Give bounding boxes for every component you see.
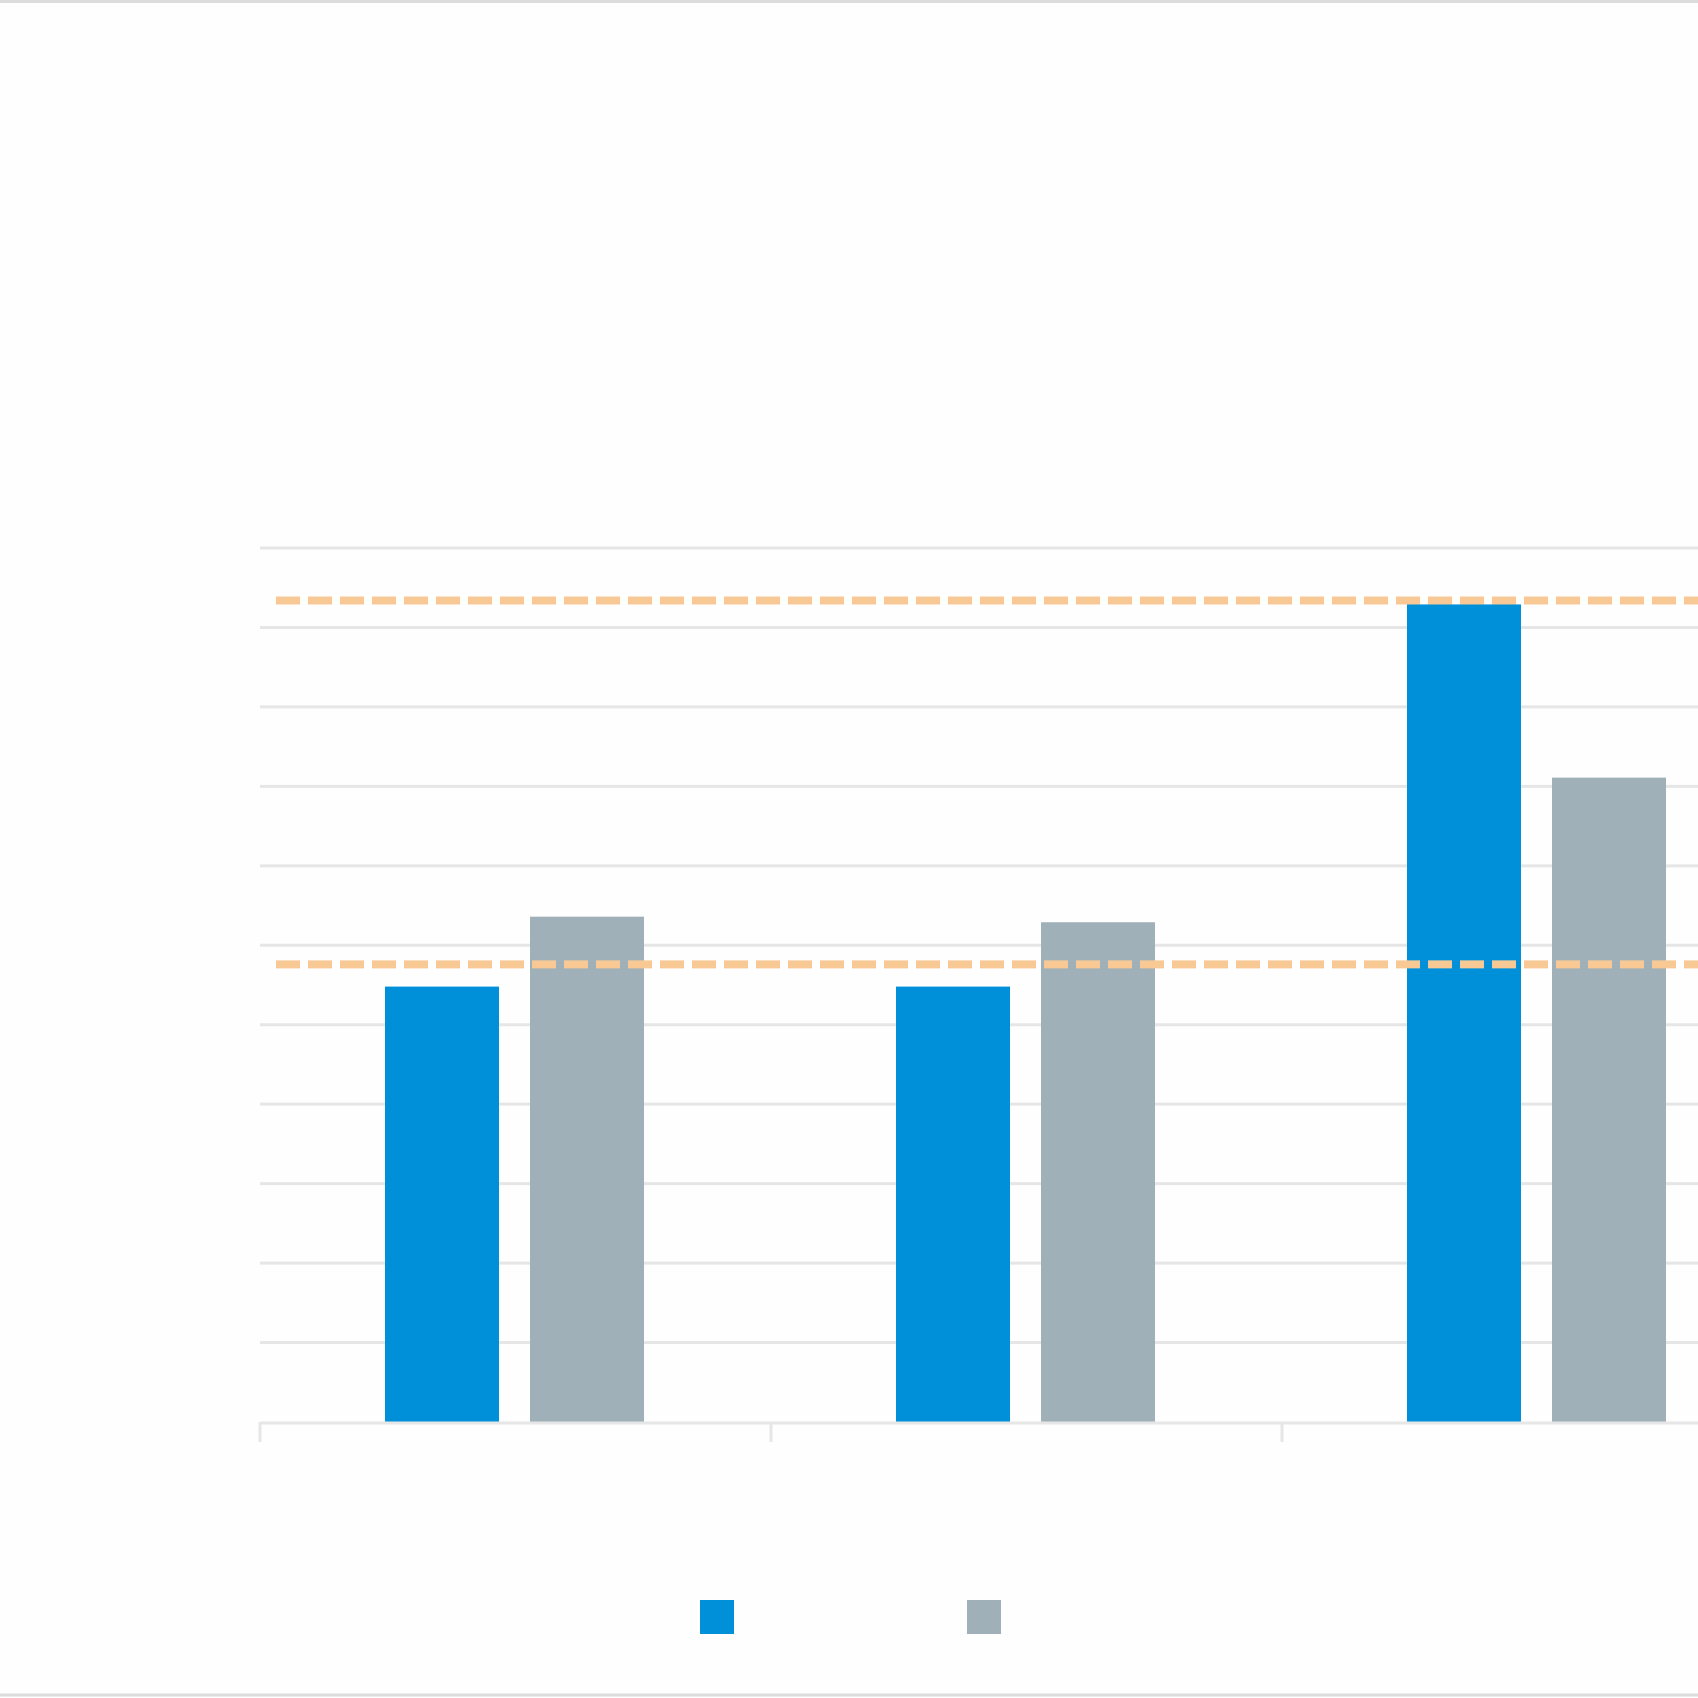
bar-series-2 [1552, 777, 1666, 1422]
legend [700, 1600, 1001, 1634]
x-axis [258, 1421, 1698, 1442]
bars [385, 604, 1666, 1422]
bar-series-1 [896, 986, 1010, 1422]
reference-lines [276, 596, 1698, 969]
legend-swatch-series-1 [700, 1600, 734, 1634]
bar-series-1 [385, 986, 499, 1422]
bar-series-1 [1407, 604, 1521, 1422]
bar-series-2 [1041, 922, 1155, 1422]
bar-series-2 [530, 916, 644, 1422]
legend-swatch-series-2 [967, 1600, 1001, 1634]
